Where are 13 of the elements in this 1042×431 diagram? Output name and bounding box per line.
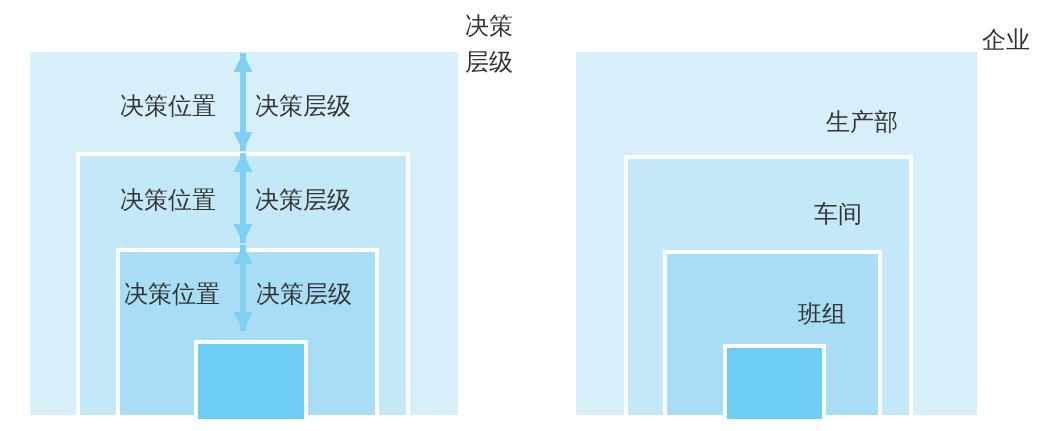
nested-box (194, 340, 308, 419)
level-label: 班组 (798, 299, 846, 330)
level-label: 决策层级 (255, 91, 351, 122)
level-label: 生产部 (826, 107, 898, 138)
level-label: 决策位置 (120, 91, 216, 122)
nested-box (723, 344, 826, 419)
level-label: 车间 (814, 199, 862, 230)
level-label: 决策位置 (124, 279, 220, 310)
level-label: 决策层级 (256, 279, 352, 310)
level-label: 决策位置 (120, 185, 216, 216)
level-label: 决策层级 (255, 185, 351, 216)
level-heading: 决策层级 (465, 11, 514, 78)
level-label: 企业 (982, 25, 1030, 56)
